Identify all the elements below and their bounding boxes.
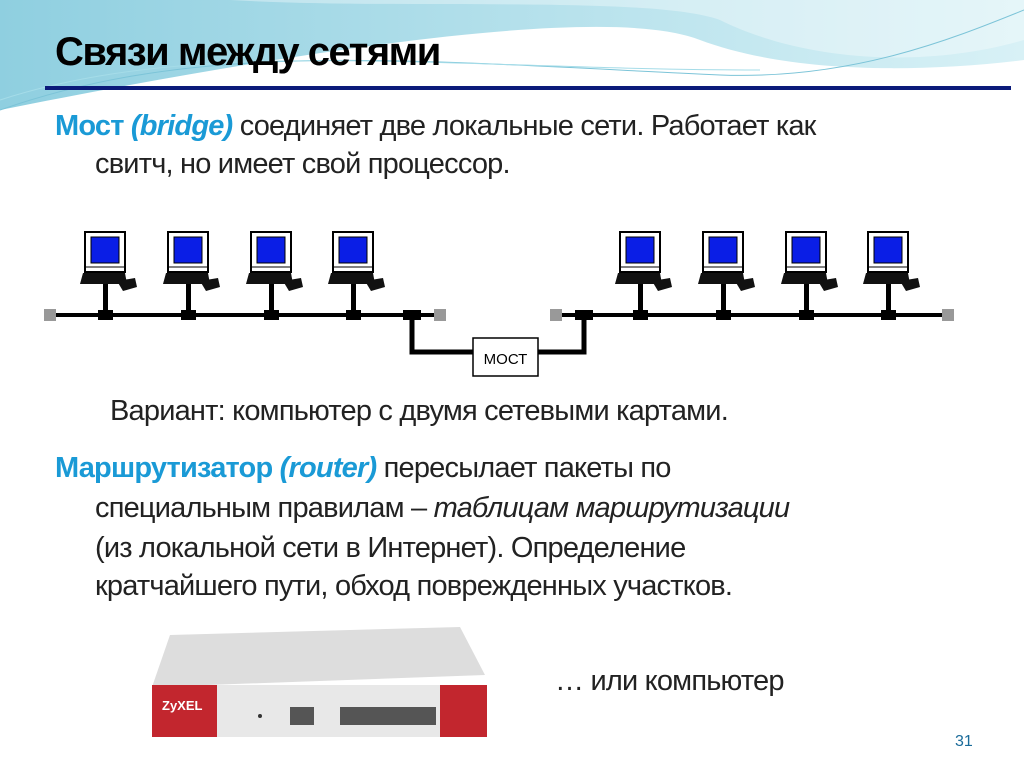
computer-icon (328, 231, 385, 320)
bridge-paragraph-line1: Мост (bridge) соединяет две локальные се… (55, 110, 816, 143)
bridge-term-en: (bridge) (130, 110, 233, 142)
computer-icon (246, 231, 303, 320)
slide-number: 31 (955, 733, 973, 750)
router-image: ZyXEL (152, 627, 487, 737)
computer-icon (615, 231, 672, 320)
terminator-icon (942, 309, 954, 321)
terminator-icon (434, 309, 446, 321)
t-connector-icon (403, 310, 421, 320)
router-paragraph-line1: Маршрутизатор (router) пересылает пакеты… (55, 452, 671, 485)
router-text: специальным правилам – (95, 492, 427, 524)
slide-title: Связи между сетями (55, 30, 441, 74)
router-brand: ZyXEL (162, 698, 203, 713)
terminator-icon (550, 309, 562, 321)
terminator-icon (44, 309, 56, 321)
router-term-en: (router) (279, 452, 378, 484)
bridge-label: МОСТ (484, 351, 528, 368)
t-connector-icon (575, 310, 593, 320)
computer-icon (163, 231, 220, 320)
router-term: Маршрутизатор (55, 452, 273, 484)
title-divider (45, 86, 1011, 90)
or-computer-text: … или компьютер (555, 665, 784, 697)
computer-icon (863, 231, 920, 320)
bridge-box (472, 337, 539, 377)
router-paragraph-line2: специальным правилам – таблицам маршрути… (95, 492, 791, 525)
computer-icon (781, 231, 838, 320)
computer-icon (698, 231, 755, 320)
router-text: пересылает пакеты по (383, 452, 672, 484)
bridge-term: Мост (55, 110, 124, 142)
router-paragraph-line4: кратчайшего пути, обход поврежденных уча… (95, 570, 733, 602)
router-paragraph-line3: (из локальной сети в Интернет). Определе… (95, 532, 686, 564)
bridge-text: соединяет две локальные сети. Работает к… (239, 110, 817, 142)
routing-tables-term: таблицам маршрутизации (433, 492, 791, 524)
variant-text: Вариант: компьютер с двумя сетевыми карт… (110, 395, 729, 427)
computer-icon (80, 231, 137, 320)
bridge-paragraph-line2: свитч, но имеет свой процессор. (95, 148, 511, 180)
background-waves (0, 0, 1024, 111)
